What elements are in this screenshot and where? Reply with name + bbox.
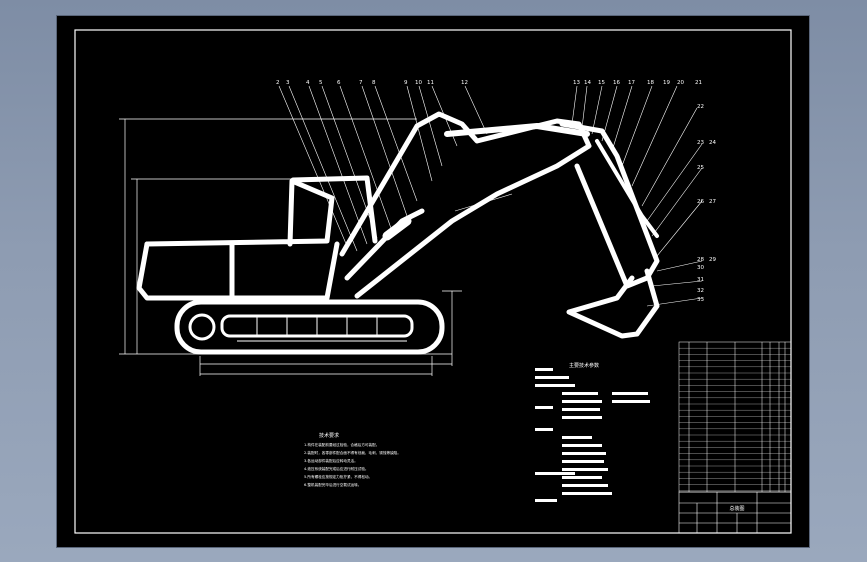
cab-outline <box>144 178 335 247</box>
callout-leaders <box>278 85 703 307</box>
callout-label: 17 <box>628 80 635 86</box>
technical-requirements: 技术要求 1.构件在装配前要经过检验，合格后方可装配。 2.装配时，各零部件配合… <box>304 432 401 487</box>
callout-label: 31 <box>697 277 704 283</box>
bucket-outline <box>566 268 660 339</box>
engine-hood-outline <box>290 175 378 244</box>
callout-label: 15 <box>598 80 605 86</box>
cad-drawing: 2 3 4 5 6 7 8 9 10 11 12 13 14 15 16 17 … <box>74 29 792 534</box>
callout-label: 6 <box>337 80 341 86</box>
parts-list-table <box>678 341 792 493</box>
callout-label: 28 <box>697 257 704 263</box>
callout-label: 8 <box>372 80 376 86</box>
callout-label: 20 <box>677 80 684 86</box>
tech-req-line: 3.各运动部件装配后应转动灵活。 <box>304 458 358 463</box>
track-outline <box>174 299 445 355</box>
callout-label: 27 <box>709 199 716 205</box>
callout-label: 30 <box>697 265 704 271</box>
drawing-frame <box>74 29 792 534</box>
callout-label: 25 <box>697 165 704 171</box>
callout-label: 13 <box>573 80 580 86</box>
callout-label: 10 <box>415 80 422 86</box>
callout-label: 5 <box>319 80 323 86</box>
parameters-title: 主要技术参数 <box>569 362 599 369</box>
callout-label: 24 <box>709 140 716 146</box>
callout-label: 12 <box>461 80 468 86</box>
bucket-cylinder <box>595 139 659 238</box>
parts-list-rows <box>679 348 791 491</box>
callout-label: 29 <box>709 257 716 263</box>
callout-label: 14 <box>584 80 591 86</box>
title-block-label: 总装图 <box>729 505 744 512</box>
callout-label: 4 <box>306 80 310 86</box>
tech-req-title: 技术要求 <box>319 432 339 439</box>
callout-label: 7 <box>359 80 363 86</box>
callout-label: 23 <box>697 140 704 146</box>
callout-label: 22 <box>697 104 704 110</box>
drive-sprocket <box>188 313 216 341</box>
callout-label: 9 <box>404 80 408 86</box>
drawing-sheet: 2 3 4 5 6 7 8 9 10 11 12 13 14 15 16 17 … <box>57 16 809 547</box>
callout-label: 16 <box>613 80 620 86</box>
stick-cylinder <box>444 123 590 137</box>
tech-req-line: 2.装配时，各零部件配合面不得有划痕、毛刺、锈蚀等缺陷。 <box>304 450 401 455</box>
tech-req-line: 6.整机装配完毕后进行空载试运转。 <box>304 482 361 487</box>
callout-label: 32 <box>697 288 704 294</box>
callout-label: 18 <box>647 80 654 86</box>
callout-label: 3 <box>286 80 290 86</box>
title-block <box>678 491 792 534</box>
callout-label: 26 <box>697 199 704 205</box>
callout-label: 2 <box>276 80 280 86</box>
boom-outline <box>339 111 592 299</box>
callout-label: 19 <box>663 80 670 86</box>
callout-label: 33 <box>697 297 704 303</box>
tech-req-line: 1.构件在装配前要经过检验，合格后方可装配。 <box>304 442 379 447</box>
callouts-right-group: 22 23 24 25 26 27 28 29 30 31 32 33 <box>697 104 716 303</box>
callout-label: 11 <box>427 80 434 86</box>
tech-req-line: 5.所有螺栓应按规定力矩拧紧，不得松动。 <box>304 474 372 479</box>
upper-body-outline <box>136 241 340 301</box>
tech-req-line: 4.液压系统装配完成后应进行耐压试验。 <box>304 466 369 471</box>
callout-label: 21 <box>695 80 702 86</box>
callouts-top-group: 2 3 4 5 6 7 8 9 10 11 12 13 14 15 16 17 … <box>276 80 702 86</box>
track-links <box>237 316 407 342</box>
dimension-lines <box>119 118 462 376</box>
boom-cylinder-rod <box>382 216 412 241</box>
parameters-block: 主要技术参数 <box>535 362 650 502</box>
